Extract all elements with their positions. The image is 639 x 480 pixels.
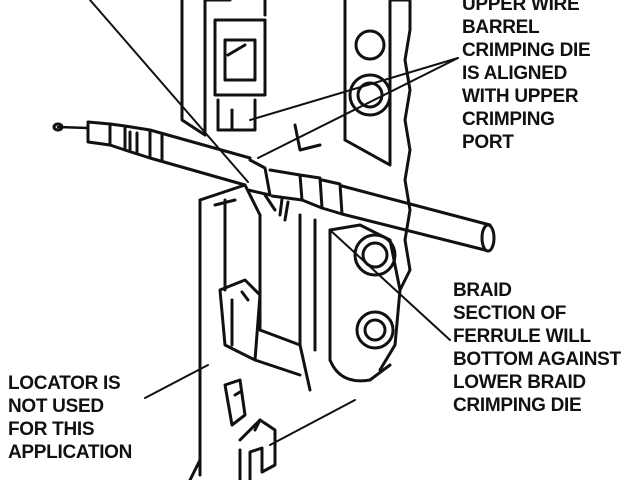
callout-upper-wire-barrel-die: UPPER WIRE BARREL CRIMPING DIE IS ALIGNE… xyxy=(462,0,591,154)
contact-and-wire xyxy=(52,120,496,253)
upper-die-housing xyxy=(180,0,412,292)
callout-line: UPPER WIRE xyxy=(462,0,580,15)
leader-locator-tip xyxy=(269,399,356,446)
leader-upper-die-a xyxy=(249,57,459,121)
callout-line: APPLICATION xyxy=(8,442,133,463)
callout-line: CRIMPING xyxy=(462,109,555,130)
callout-line: SECTION OF xyxy=(453,303,567,324)
callout-line: BRAID xyxy=(453,280,512,301)
leader-upper-die-b xyxy=(257,57,459,159)
callout-line: FOR THIS xyxy=(8,419,95,440)
callout-line: LOCATOR IS xyxy=(8,373,121,394)
callout-line: IS ALIGNED xyxy=(462,63,568,84)
callout-line: BOTTOM AGAINST xyxy=(453,349,621,370)
leader-lines xyxy=(89,0,459,446)
callout-line: CRIMPING DIE xyxy=(462,40,591,61)
callout-line: WITH UPPER xyxy=(462,86,579,107)
callout-line: FERRULE WILL xyxy=(453,326,591,347)
callout-line: LOWER BRAID xyxy=(453,372,586,393)
callout-braid-section: BRAID SECTION OF FERRULE WILL BOTTOM AGA… xyxy=(453,279,621,417)
callout-line: PORT xyxy=(462,132,514,153)
lower-die-housing xyxy=(188,183,402,480)
leader-braid xyxy=(329,229,451,341)
callout-line: CRIMPING DIE xyxy=(453,395,582,416)
leader-top xyxy=(89,0,249,183)
callout-locator: LOCATOR IS NOT USED FOR THIS APPLICATION xyxy=(8,372,132,464)
callout-line: NOT USED xyxy=(8,396,104,417)
callout-line: BARREL xyxy=(462,17,540,38)
leader-locator xyxy=(144,364,209,399)
